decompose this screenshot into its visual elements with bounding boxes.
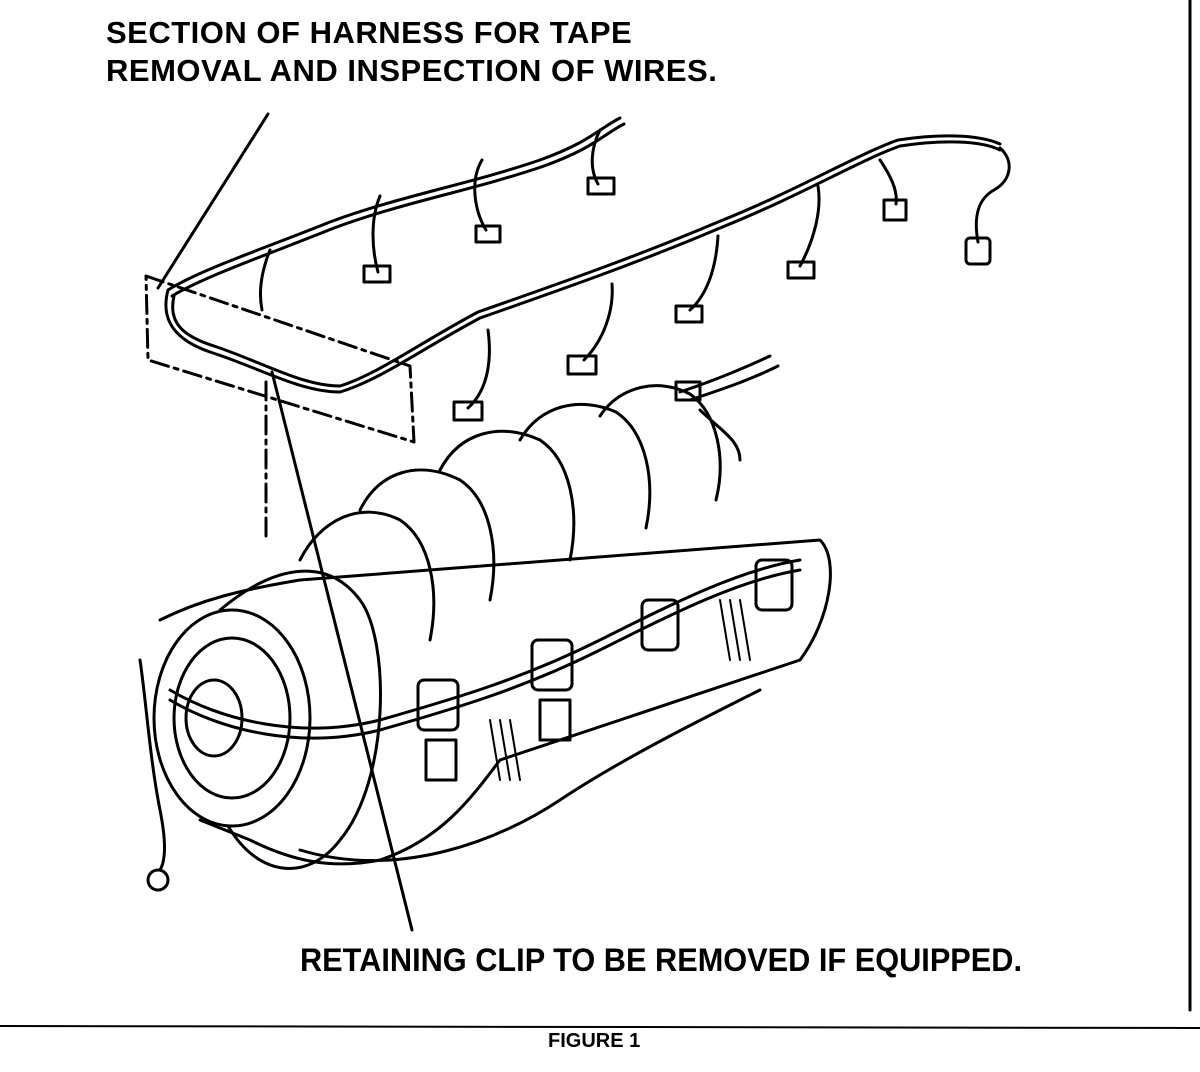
harness-callout-line-2: REMOVAL AND INSPECTION OF WIRES. — [106, 53, 718, 88]
clip-leader-line — [270, 370, 414, 932]
figure-caption: FIGURE 1 — [548, 1030, 641, 1052]
harness-leader-line — [156, 112, 270, 290]
harness-callout-label: SECTION OF HARNESS FOR TAPE REMOVAL AND … — [106, 14, 717, 90]
throttle-wire-pigtail — [674, 354, 780, 462]
harness-callout-line-1: SECTION OF HARNESS FOR TAPE — [106, 15, 633, 50]
detail-section-box — [144, 274, 416, 542]
bottom-border — [0, 1025, 1200, 1029]
retaining-clip-label: RETAINING CLIP TO BE REMOVED IF EQUIPPED… — [300, 942, 1023, 978]
manifold-rib-details — [489, 599, 751, 781]
harness-branches — [258, 128, 1011, 422]
intake-manifold — [138, 384, 832, 892]
wire-harness-trunk — [164, 116, 1002, 394]
